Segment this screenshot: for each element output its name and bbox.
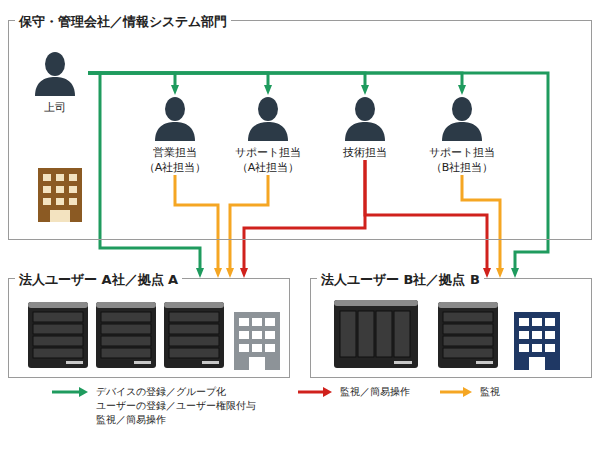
person-node: サポート担当（A社担当） (217, 95, 319, 175)
connector-arrow (88, 73, 365, 89)
connector-arrow (88, 73, 462, 89)
legend-arrow (298, 387, 332, 397)
connector-arrow (462, 175, 500, 272)
legend-label: デバイスの登録／グループ化 ユーザーの登録／ユーザー権限付与 監視／簡易操作 (96, 385, 266, 427)
building-body (234, 312, 280, 370)
legend-line (298, 391, 324, 394)
person-body (442, 122, 482, 141)
person-head (45, 52, 65, 76)
legend-arrow (440, 387, 472, 397)
person-label: 技術担当 (314, 145, 416, 160)
legend-item: デバイスの登録／グループ化 ユーザーの登録／ユーザー権限付与 監視／簡易操作 (52, 385, 266, 427)
person-icon (32, 50, 78, 96)
person-label: 営業担当 (124, 145, 226, 160)
person-icon (342, 95, 388, 141)
person-label: 上司 (22, 100, 88, 115)
office-building (234, 312, 280, 370)
person-body (155, 122, 195, 141)
legend-arrow (52, 387, 88, 397)
person-icon (439, 95, 485, 141)
person-head (258, 97, 278, 121)
legend-item: 監視 (440, 385, 500, 399)
legend-arrowhead (323, 387, 332, 397)
person-label: サポート担当 (411, 145, 513, 160)
person-node: サポート担当（B社担当） (411, 95, 513, 175)
person-label: （B社担当） (411, 160, 513, 175)
building-body (38, 168, 82, 222)
person-head (165, 97, 185, 121)
person-label: サポート担当 (217, 145, 319, 160)
connector-arrow (230, 175, 268, 272)
nas-device (334, 300, 418, 368)
connector-arrow (365, 160, 487, 272)
region-heading: 法人ユーザー A社／拠点 A (15, 271, 182, 289)
region-heading: 保守・管理会社／情報システム部門 (15, 13, 231, 31)
legend-line (52, 391, 80, 394)
person-node: 技術担当 (314, 95, 416, 160)
connector-arrow (244, 160, 365, 272)
person-body (35, 77, 75, 96)
person-node: 営業担当（A社担当） (124, 95, 226, 175)
person-body (248, 122, 288, 141)
person-head (452, 97, 472, 121)
legend-swatch (52, 386, 88, 398)
person-icon (245, 95, 291, 141)
person-node: 上司 (22, 50, 88, 115)
office-building (38, 168, 82, 222)
legend-arrowhead (463, 387, 472, 397)
legend-label: 監視 (480, 385, 500, 399)
region-box: 法人ユーザー B社／拠点 B (310, 278, 592, 378)
office-building (514, 312, 560, 370)
connector-arrow (175, 175, 218, 272)
legend-swatch (298, 386, 332, 398)
person-head (355, 97, 375, 121)
legend-item: 監視／簡易操作 (298, 385, 410, 399)
building-body (514, 312, 560, 370)
connector-arrow (88, 73, 268, 89)
person-label: （A社担当） (124, 160, 226, 175)
connector-arrow (88, 73, 548, 272)
nas-device (438, 302, 498, 368)
region-box: 保守・管理会社／情報システム部門上司営業担当（A社担当）サポート担当（A社担当）… (8, 20, 592, 240)
building-windows (43, 174, 77, 222)
legend-line (440, 391, 464, 394)
region-heading: 法人ユーザー B社／拠点 B (317, 271, 484, 289)
person-icon (152, 95, 198, 141)
legend-arrowhead (79, 387, 88, 397)
person-label: （A社担当） (217, 160, 319, 175)
person-body (345, 122, 385, 141)
legend-label: 監視／簡易操作 (340, 385, 410, 399)
building-windows (519, 318, 555, 370)
nas-device (96, 302, 156, 368)
building-windows (239, 318, 275, 370)
nas-device (164, 302, 224, 368)
region-box: 法人ユーザー A社／拠点 A (8, 278, 290, 378)
legend-swatch (440, 386, 472, 398)
nas-device (28, 302, 88, 368)
